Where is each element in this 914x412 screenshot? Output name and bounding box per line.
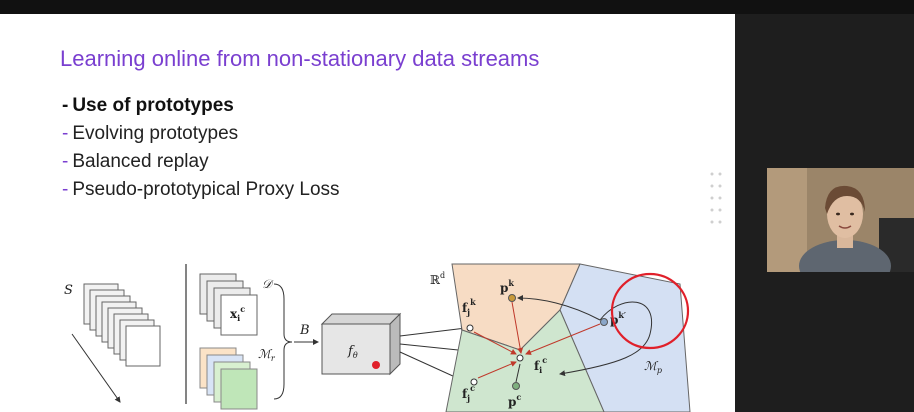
feat-ic-dot: [516, 354, 524, 362]
memory-d-label: 𝒟: [262, 277, 274, 291]
method-diagram: S 𝒟 xic ℳr: [64, 263, 691, 412]
memory-d-stack: [199, 273, 258, 336]
memory-p-label: ℳp: [644, 359, 662, 375]
proto-kp-label: pk′: [610, 310, 626, 327]
proto-c-dot: [512, 382, 520, 390]
stream-stack: [83, 283, 161, 367]
relation-k-to-ic: [511, 301, 524, 354]
highlight-circle: [610, 272, 690, 350]
relation-c-to-ic: [515, 363, 521, 383]
memory-p-loop: [559, 301, 653, 377]
stream-arrow: [71, 333, 121, 403]
space-label: ℝd: [430, 271, 445, 287]
proto-k-dot: [508, 294, 516, 302]
bullet-text: Balanced replay: [72, 151, 209, 172]
relation-jc-to-ic: [477, 361, 517, 379]
bullet-text: Use of prototypes: [72, 95, 234, 116]
net-arrow-1: [399, 325, 467, 337]
presentation-slide: Learning online from non-stationary data…: [0, 14, 735, 412]
feat-jk-dot: [466, 324, 474, 332]
dots-decoration: [710, 172, 722, 224]
bullet-dash: -: [62, 95, 69, 116]
proto-k-label: pk: [500, 278, 514, 295]
relation-kp-to-ic: [525, 323, 601, 355]
memory-p-arrow: [517, 295, 601, 321]
bullet-text: Pseudo-prototypical Proxy Loss: [72, 179, 340, 200]
bullet-dash: -: [62, 123, 69, 144]
bullet-item: -Use of prototypes: [62, 92, 340, 120]
bullet-dash: -: [62, 151, 69, 172]
memory-brace: [273, 283, 293, 400]
sample-label: xic: [230, 304, 245, 323]
window-top-bar: [0, 0, 914, 14]
network-box: [320, 312, 402, 376]
feat-jc-dot: [470, 378, 478, 386]
proto-kp-dot: [600, 318, 608, 326]
bullet-dash: -: [62, 179, 69, 200]
bullet-text: Evolving prototypes: [72, 123, 239, 144]
proto-c-label: pc: [508, 392, 521, 409]
participant-video-tile[interactable]: [767, 168, 914, 272]
feat-jk-label: fjk: [462, 297, 476, 317]
stream-label: S: [64, 283, 73, 298]
person-icon: [767, 168, 914, 272]
relation-jk-to-ic: [473, 331, 517, 355]
bullet-list: -Use of prototypes -Evolving prototypes …: [62, 92, 340, 204]
region-c: [445, 309, 605, 412]
feat-jc-label: fjc: [462, 383, 475, 403]
memory-m-label: ℳr: [258, 347, 276, 363]
slide-title: Learning online from non-stationary data…: [60, 46, 540, 71]
bullet-item: -Pseudo-prototypical Proxy Loss: [62, 176, 340, 204]
bullet-item: -Evolving prototypes: [62, 120, 340, 148]
red-pointer-dot: [372, 361, 380, 369]
network-label: fθ: [347, 344, 358, 360]
feat-ic-label: fic: [534, 355, 547, 375]
batch-label: B: [299, 323, 310, 338]
bullet-item: -Balanced replay: [62, 148, 340, 176]
memory-m-stack: [199, 347, 258, 410]
